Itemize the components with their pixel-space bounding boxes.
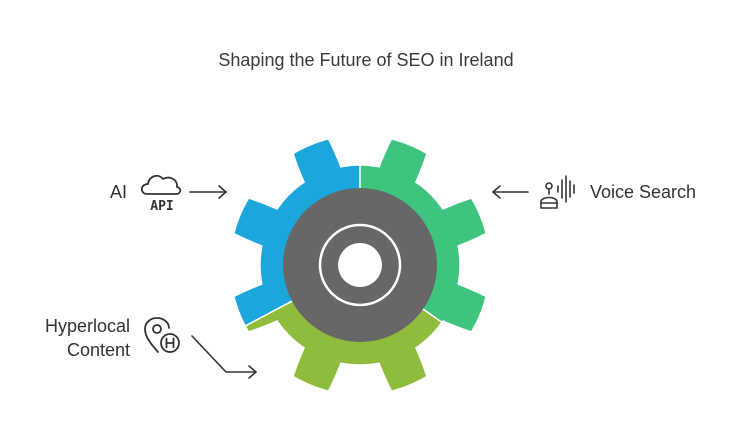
segment-label-hyperlocal-content: Hyperlocal Content: [44, 316, 130, 360]
location-pin-icon: [144, 317, 180, 353]
gear-hub-ring: [318, 223, 402, 307]
voice-search-arrow: [492, 185, 529, 199]
segment-label-voice-search: Voice Search: [590, 182, 697, 202]
gear-center-hole: [338, 243, 382, 287]
diagram-title: Shaping the Future of SEO in Ireland: [218, 50, 514, 70]
api-icon-text: API: [150, 199, 173, 214]
ai-arrow: [189, 185, 227, 199]
cloud-api-icon: API: [140, 174, 182, 214]
voice-assistant-icon: [540, 175, 575, 209]
hyperlocal-arrow: [191, 335, 257, 379]
segment-label-ai: AI: [110, 182, 128, 202]
